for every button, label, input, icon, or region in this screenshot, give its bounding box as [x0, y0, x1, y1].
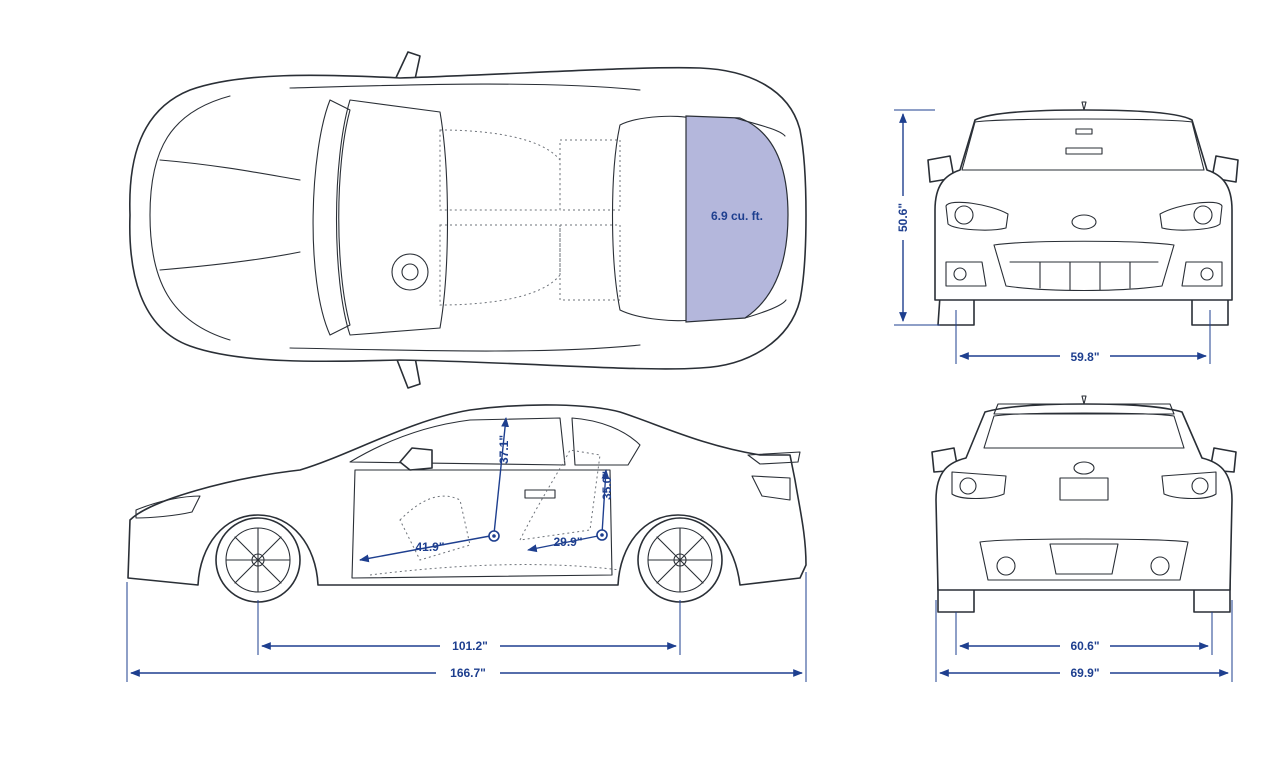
rear-headroom-label: 35.0" [600, 471, 614, 500]
front-view-car [927, 101, 1239, 326]
trunk-area-highlight [685, 115, 789, 323]
front-headroom-label: 37.1" [497, 435, 511, 464]
front-track-label: 59.8" [1070, 350, 1099, 364]
rear-view-car [931, 395, 1237, 613]
height-label: 50.6" [896, 203, 910, 232]
rear-legroom-label: 29.9" [553, 535, 582, 549]
wheelbase-label: 101.2" [452, 639, 488, 653]
car-body-rear [935, 403, 1233, 591]
rear-track-label: 60.6" [1070, 639, 1099, 653]
car-body-top [128, 66, 807, 370]
side-view-car [127, 404, 807, 603]
trunk-volume-label: 6.9 cu. ft. [711, 209, 763, 223]
overall-length-label: 166.7" [450, 666, 486, 680]
interior-dimensions [359, 417, 610, 563]
front-legroom-label: 41.9" [415, 540, 444, 554]
overall-width-label: 69.9" [1070, 666, 1099, 680]
top-view-car [128, 51, 807, 389]
